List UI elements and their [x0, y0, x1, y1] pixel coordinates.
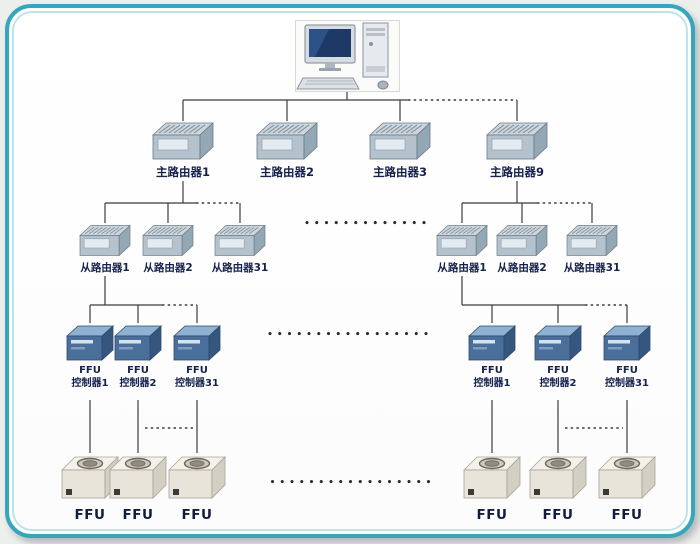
ffu-controller-right-31-label-line2: 控制器31: [605, 378, 649, 389]
main-router-1-icon: [151, 120, 215, 162]
ffu-controller-right-2-label: FFU 控制器2: [526, 364, 590, 390]
ffu-unit-left-31-icon: [167, 453, 227, 503]
slave-router-right-31-label: 从路由器31: [563, 262, 621, 274]
ffu-controller-left-31-label-line1: FFU: [186, 365, 208, 376]
main-router-9-icon: [485, 120, 549, 162]
ffu-controller-right-1-label-line1: FFU: [481, 365, 503, 376]
ffu-controller-left-2-label-line2: 控制器2: [119, 378, 157, 389]
slave-router-left-2-label: 从路由器2: [143, 262, 193, 274]
ffu-controller-right-2-icon: [533, 323, 583, 363]
ffu-controller-left-31-icon: [172, 323, 222, 363]
ffu-controller-left-31-label-line2: 控制器31: [175, 378, 219, 389]
ffu-controller-left-1-label-line1: FFU: [79, 365, 101, 376]
frame-border: [5, 4, 695, 538]
ffu-controller-left-2-label: FFU 控制器2: [106, 364, 170, 390]
main-router-2-label: 主路由器2: [259, 165, 314, 179]
controller-row-continuation-dots: •••••••••••••••••: [267, 330, 433, 340]
slave-router-left-1-icon: [78, 223, 132, 258]
main-router-2-icon: [255, 120, 319, 162]
slave-router-left-2-icon: [141, 223, 195, 258]
ffu-unit-left-1-label: FFU: [74, 507, 106, 523]
main-router-3-icon: [368, 120, 432, 162]
slave-router-left-31-icon: [213, 223, 267, 258]
ffu-unit-right-2-icon: [528, 453, 588, 503]
ffu-unit-left-31-label: FFU: [181, 507, 213, 523]
ffu-controller-right-2-label-line1: FFU: [547, 365, 569, 376]
ffu-controller-right-1-label: FFU 控制器1: [460, 364, 524, 390]
slave-row-continuation-dots: •••••••••••••: [304, 219, 431, 229]
ffu-controller-left-1-label: FFU 控制器1: [58, 364, 122, 390]
ffu-controller-right-1-icon: [467, 323, 517, 363]
slave-router-right-1-label: 从路由器1: [437, 262, 487, 274]
ffu-unit-left-2-icon: [108, 453, 168, 503]
main-router-1-label: 主路由器1: [155, 165, 210, 179]
ffu-controller-left-2-icon: [113, 323, 163, 363]
computer-icon: [295, 20, 400, 92]
ffu-controller-right-31-icon: [602, 323, 652, 363]
ffu-controller-right-31-label: FFU 控制器31: [595, 364, 659, 390]
ffu-unit-left-2-label: FFU: [122, 507, 154, 523]
ffu-controller-left-2-label-line1: FFU: [127, 365, 149, 376]
ffu-controller-right-2-label-line2: 控制器2: [539, 378, 577, 389]
main-router-3-label: 主路由器3: [372, 165, 427, 179]
ffu-unit-right-31-icon: [597, 453, 657, 503]
slave-router-right-2-icon: [495, 223, 549, 258]
slave-router-right-31-icon: [565, 223, 619, 258]
ffu-controller-left-1-icon: [65, 323, 115, 363]
ffu-controller-right-1-label-line2: 控制器1: [473, 378, 511, 389]
ffu-controller-left-31-label: FFU 控制器31: [165, 364, 229, 390]
slave-router-left-1-label: 从路由器1: [80, 262, 130, 274]
ffu-row-continuation-dots: •••••••••••••••••: [269, 478, 436, 488]
ffu-unit-right-1-icon: [462, 453, 522, 503]
main-router-9-label: 主路由器9: [489, 165, 544, 179]
frame-inner-border: [12, 11, 688, 531]
slave-router-left-31-label: 从路由器31: [211, 262, 269, 274]
ffu-unit-right-2-label: FFU: [542, 507, 574, 523]
ffu-controller-right-31-label-line1: FFU: [616, 365, 638, 376]
ffu-controller-left-1-label-line2: 控制器1: [71, 378, 109, 389]
ffu-unit-right-1-label: FFU: [476, 507, 508, 523]
ffu-unit-right-31-label: FFU: [611, 507, 643, 523]
slave-router-right-2-label: 从路由器2: [497, 262, 547, 274]
